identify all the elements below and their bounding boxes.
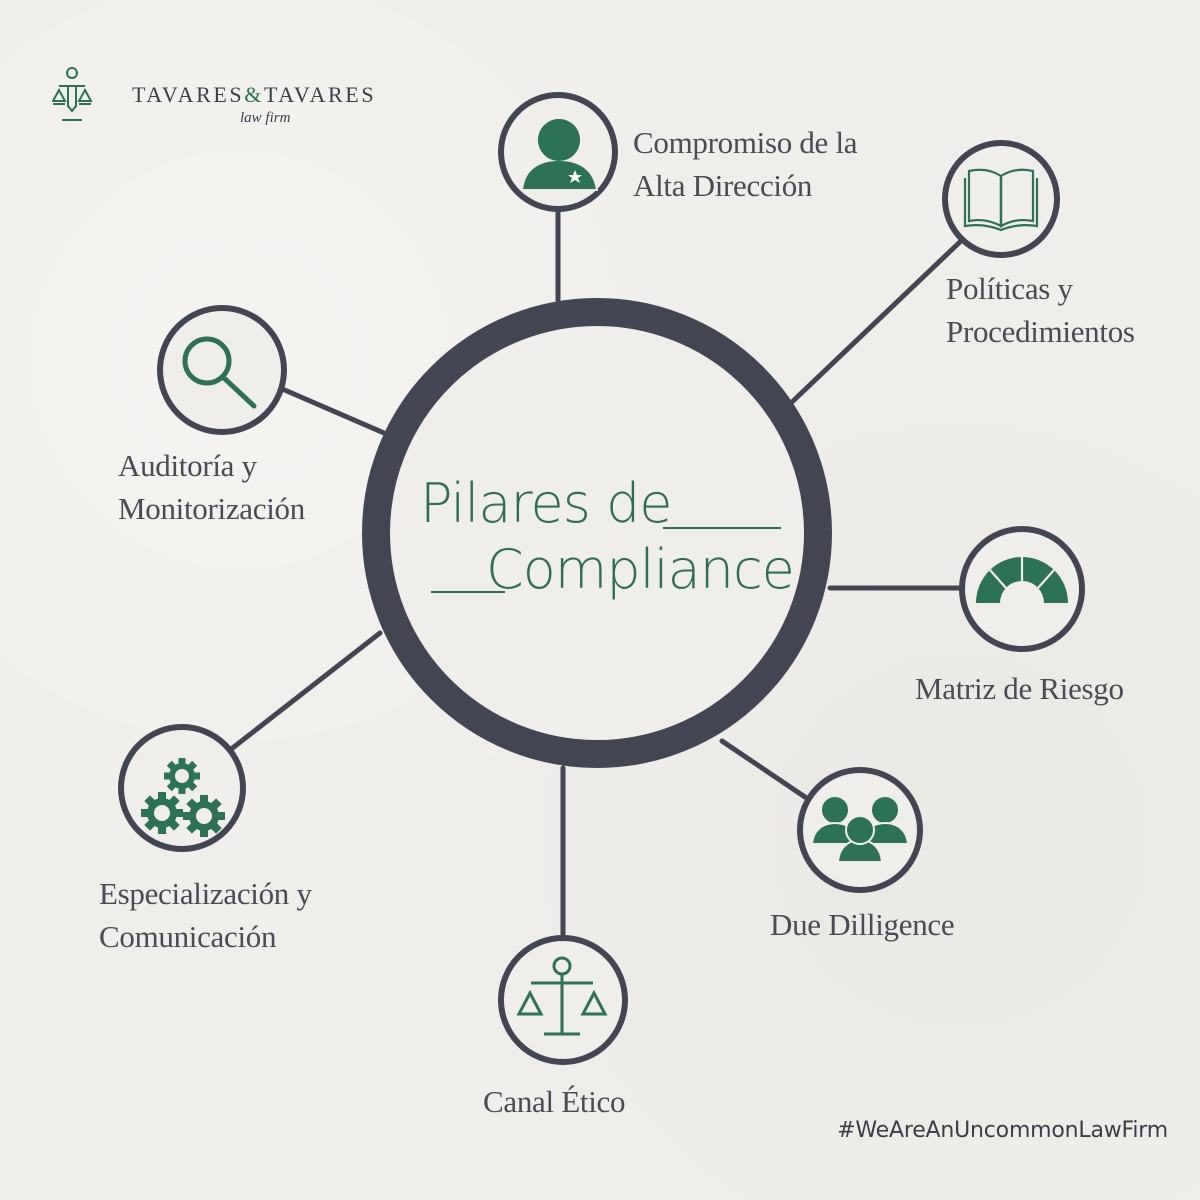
scales-icon xyxy=(516,956,608,1036)
footer-hashtag: #WeAreAnUncommonLawFirm xyxy=(837,1118,1168,1143)
pillar-label-politicas: Políticas y Procedimientos xyxy=(946,267,1135,353)
pillar-auditoria-line2: Monitorización xyxy=(118,491,305,526)
pillar-label-matriz: Matriz de Riesgo xyxy=(915,667,1124,710)
magnifier-icon xyxy=(182,336,257,409)
brand-name-left: TAVARES xyxy=(132,82,245,107)
center-ring xyxy=(362,298,832,768)
pillar-politicas-line2: Procedimientos xyxy=(946,314,1135,349)
node-ring-auditoria xyxy=(157,305,287,435)
pillar-label-canal: Canal Ético xyxy=(483,1080,625,1123)
connector-due xyxy=(719,738,808,800)
brand-ampersand: & xyxy=(244,82,264,107)
pillar-compromiso-line2: Alta Dirección xyxy=(633,168,813,203)
brand-name: TAVARES&TAVARES xyxy=(132,82,376,108)
group-people-icon xyxy=(810,795,910,863)
scales-logo-icon xyxy=(52,67,93,121)
pillar-auditoria-line1: Auditoría y xyxy=(118,448,257,483)
connector-politicas xyxy=(789,237,965,405)
pillar-especializacion-line1: Especialización y xyxy=(99,876,312,911)
pillar-politicas-line1: Políticas y xyxy=(946,271,1073,306)
pillar-label-due: Due Dilligence xyxy=(770,903,955,946)
person-star-icon xyxy=(520,119,599,191)
gears-icon xyxy=(141,758,225,837)
pillar-label-compromiso: Compromiso de la Alta Dirección xyxy=(633,121,858,207)
center-title-line2: Compliance xyxy=(486,538,795,601)
pillar-canal-line1: Canal Ético xyxy=(483,1084,626,1119)
connector-lines xyxy=(227,203,965,948)
open-book-icon xyxy=(963,168,1039,232)
pillar-especializacion-line2: Comunicación xyxy=(99,919,277,954)
node-ring-matriz xyxy=(959,526,1085,652)
brand-name-right: TAVARES xyxy=(263,82,377,107)
pillar-compromiso-line1: Compromiso de la xyxy=(633,125,858,160)
pillar-due-line1: Due Dilligence xyxy=(770,907,955,942)
title-underlines xyxy=(431,527,781,593)
pillar-label-auditoria: Auditoría y Monitorización xyxy=(118,444,305,530)
center-title-line1: Pilares de xyxy=(420,472,673,535)
pillar-matriz-line1: Matriz de Riesgo xyxy=(915,671,1124,706)
gauge-icon xyxy=(976,557,1068,603)
brand-subtitle: law firm xyxy=(240,110,291,126)
pillar-label-especializacion: Especialización y Comunicación xyxy=(99,872,312,958)
connector-especializacion xyxy=(227,630,383,753)
connector-auditoria xyxy=(277,385,387,436)
